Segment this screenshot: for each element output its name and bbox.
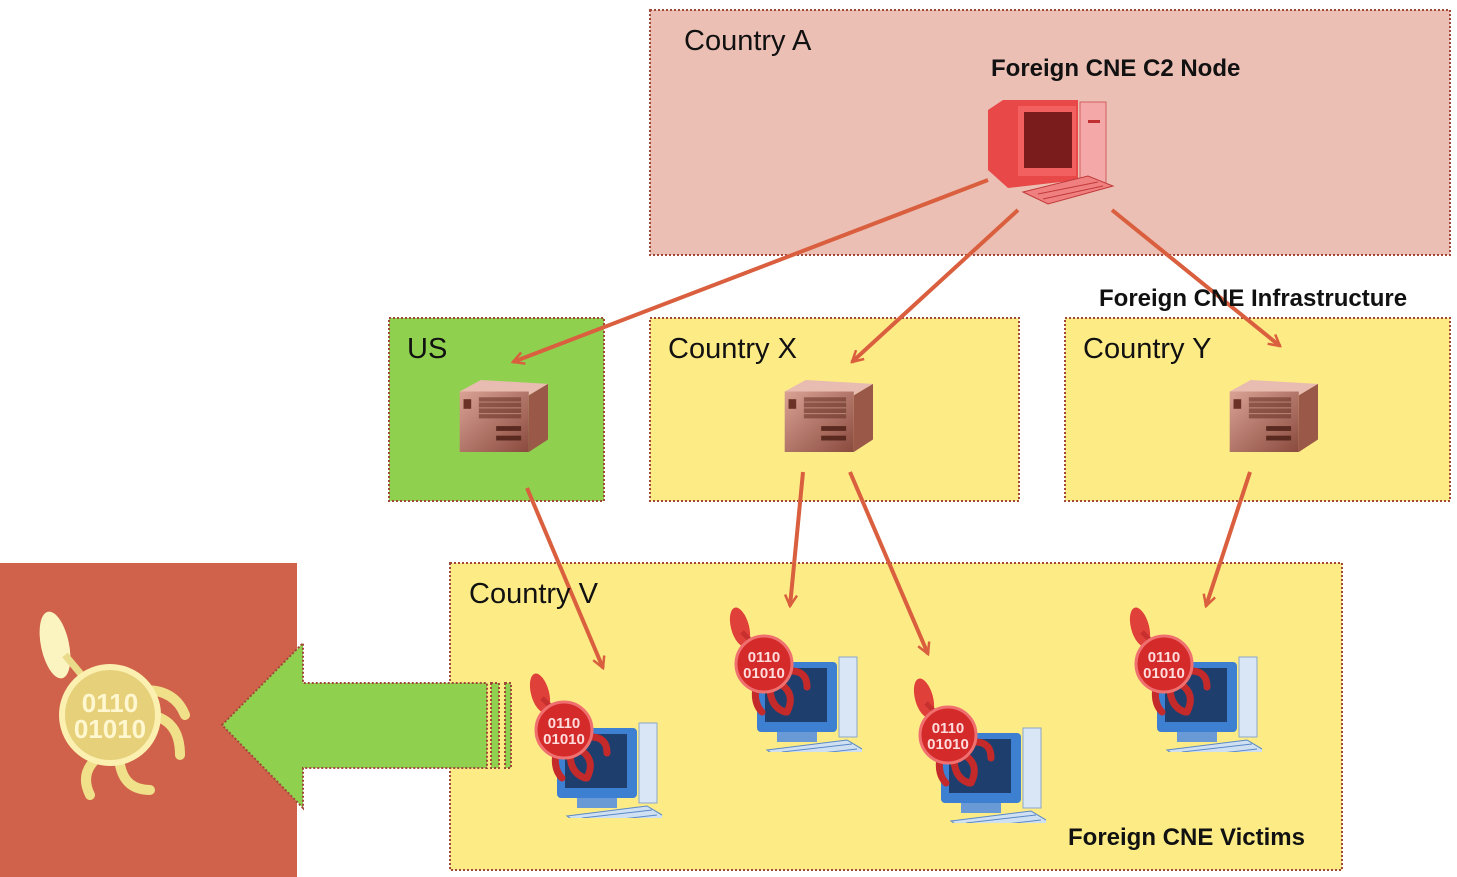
country-a-label: Country A [684,25,812,57]
c2-computer-icon [988,100,1115,205]
arrow-c2-to-us [513,178,989,362]
arrow-us-to-victim [525,487,603,668]
country-v-label: Country V [469,578,599,610]
arrow-c2-to-x [852,208,1020,362]
server-icon [784,380,874,452]
svg-text:01010: 01010 [74,714,146,744]
country-y-label: Country Y [1083,333,1211,365]
exfiltration-arrow [220,640,512,811]
server-icon [459,380,549,452]
country-x-label: Country X [668,333,797,365]
server-icon [1229,380,1319,452]
arrow-y-to-victim [1206,471,1252,606]
connection-arrows [513,178,1280,668]
collector-satellite-icon: 0110 01010 [39,611,190,800]
arrow-x-to-victim [790,471,805,606]
victims-label: Foreign CNE Victims [1068,824,1305,851]
infrastructure-label: Foreign CNE Infrastructure [1099,285,1407,312]
us-label: US [407,333,447,365]
arrow-c2-to-y [1110,208,1280,346]
arrow-x-to-victim [848,471,928,654]
c2-node-label: Foreign CNE C2 Node [991,55,1240,82]
svg-text:0110: 0110 [82,688,138,718]
